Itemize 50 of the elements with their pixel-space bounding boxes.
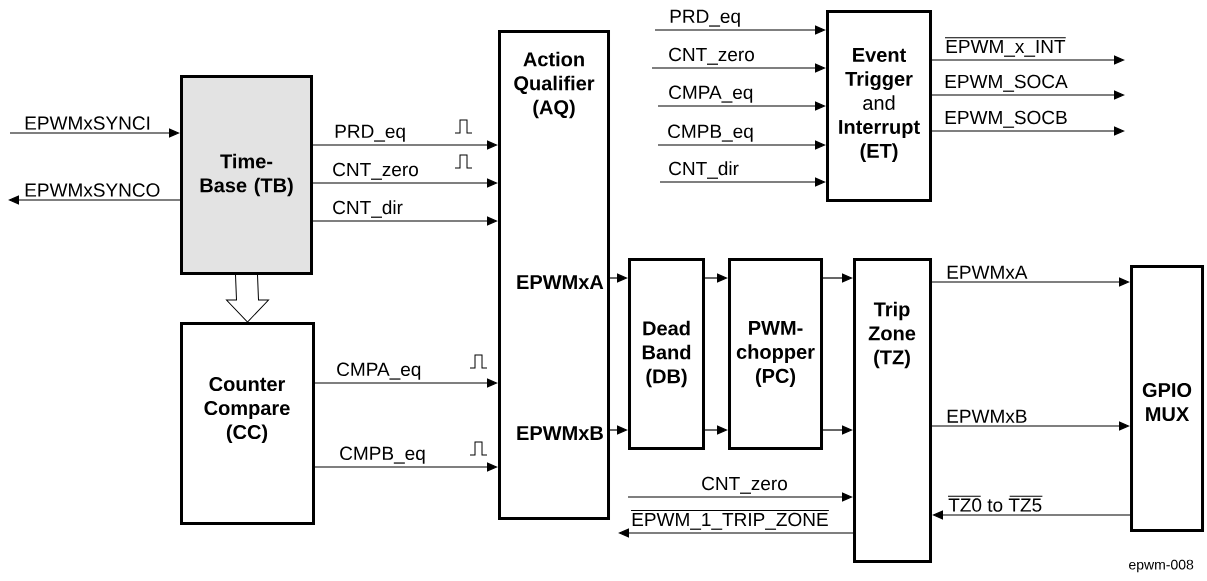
signal-label: CMPA_eq <box>335 361 423 381</box>
arrow <box>931 55 1125 65</box>
arrow <box>931 277 1130 287</box>
arrow <box>822 273 853 283</box>
arrow <box>822 425 853 435</box>
arrow <box>704 425 728 435</box>
signal-label: PRD_eq <box>668 8 743 28</box>
signal-label: CNT_zero <box>667 46 756 66</box>
signal-label: EPWMxB <box>945 408 1029 424</box>
arrow <box>704 273 728 283</box>
block-box: GPIO MUX <box>1130 265 1204 532</box>
block-box: PWM-chopper (PC) <box>728 258 823 450</box>
arrow <box>651 63 826 73</box>
block-box: Dead Band (DB) <box>628 258 705 450</box>
arrow <box>312 178 498 188</box>
signal-label: CMPB_eq <box>666 123 755 143</box>
arrow <box>312 140 498 150</box>
signal-label: TZ0 to TZ5 <box>947 495 1044 513</box>
signal-label: EPWM_1_TRIP_ZONE <box>630 510 830 531</box>
block-box: Trip Zone (TZ) <box>853 258 932 563</box>
arrow <box>657 140 826 150</box>
signal-label: EPWM_SOCA <box>943 73 1069 93</box>
arrow <box>659 177 826 187</box>
arrow <box>312 216 498 226</box>
signal-label: CNT_dir <box>667 160 740 180</box>
block-box: Event Trigger and Interrupt (ET) <box>826 10 932 202</box>
arrow <box>627 492 853 502</box>
arrow <box>654 25 826 35</box>
arrow <box>931 90 1125 100</box>
block-box: Time-Base (TB) <box>180 75 313 275</box>
signal-label: EPWMxA <box>945 264 1029 280</box>
arrow <box>931 126 1125 136</box>
signal-label: CMPA_eq <box>667 84 755 104</box>
arrow <box>931 421 1130 431</box>
block-arrow <box>226 274 269 323</box>
arrow <box>314 378 498 388</box>
signal-label: PRD_eq <box>333 123 407 143</box>
signal-label: EPWM_SOCB <box>943 109 1069 129</box>
arrow <box>314 462 498 472</box>
signal-label: CMPB_eq <box>338 445 427 465</box>
block-box: Counter Compare (CC) <box>180 322 315 525</box>
signal-label: CNT_dir <box>331 199 404 219</box>
signal-label: CNT_zero <box>331 161 420 181</box>
signal-label: EPWMxSYNCI <box>23 115 152 131</box>
block-box: Action Qualifier (AQ) EPWMxA EPWMxB <box>498 30 610 520</box>
signal-label: CNT_zero <box>700 475 789 495</box>
arrow <box>657 101 826 111</box>
figure-id: epwm-008 <box>1129 559 1194 573</box>
signal-label: EPWM_x_INT <box>944 37 1067 58</box>
signal-label: EPWMxSYNCO <box>23 182 162 198</box>
